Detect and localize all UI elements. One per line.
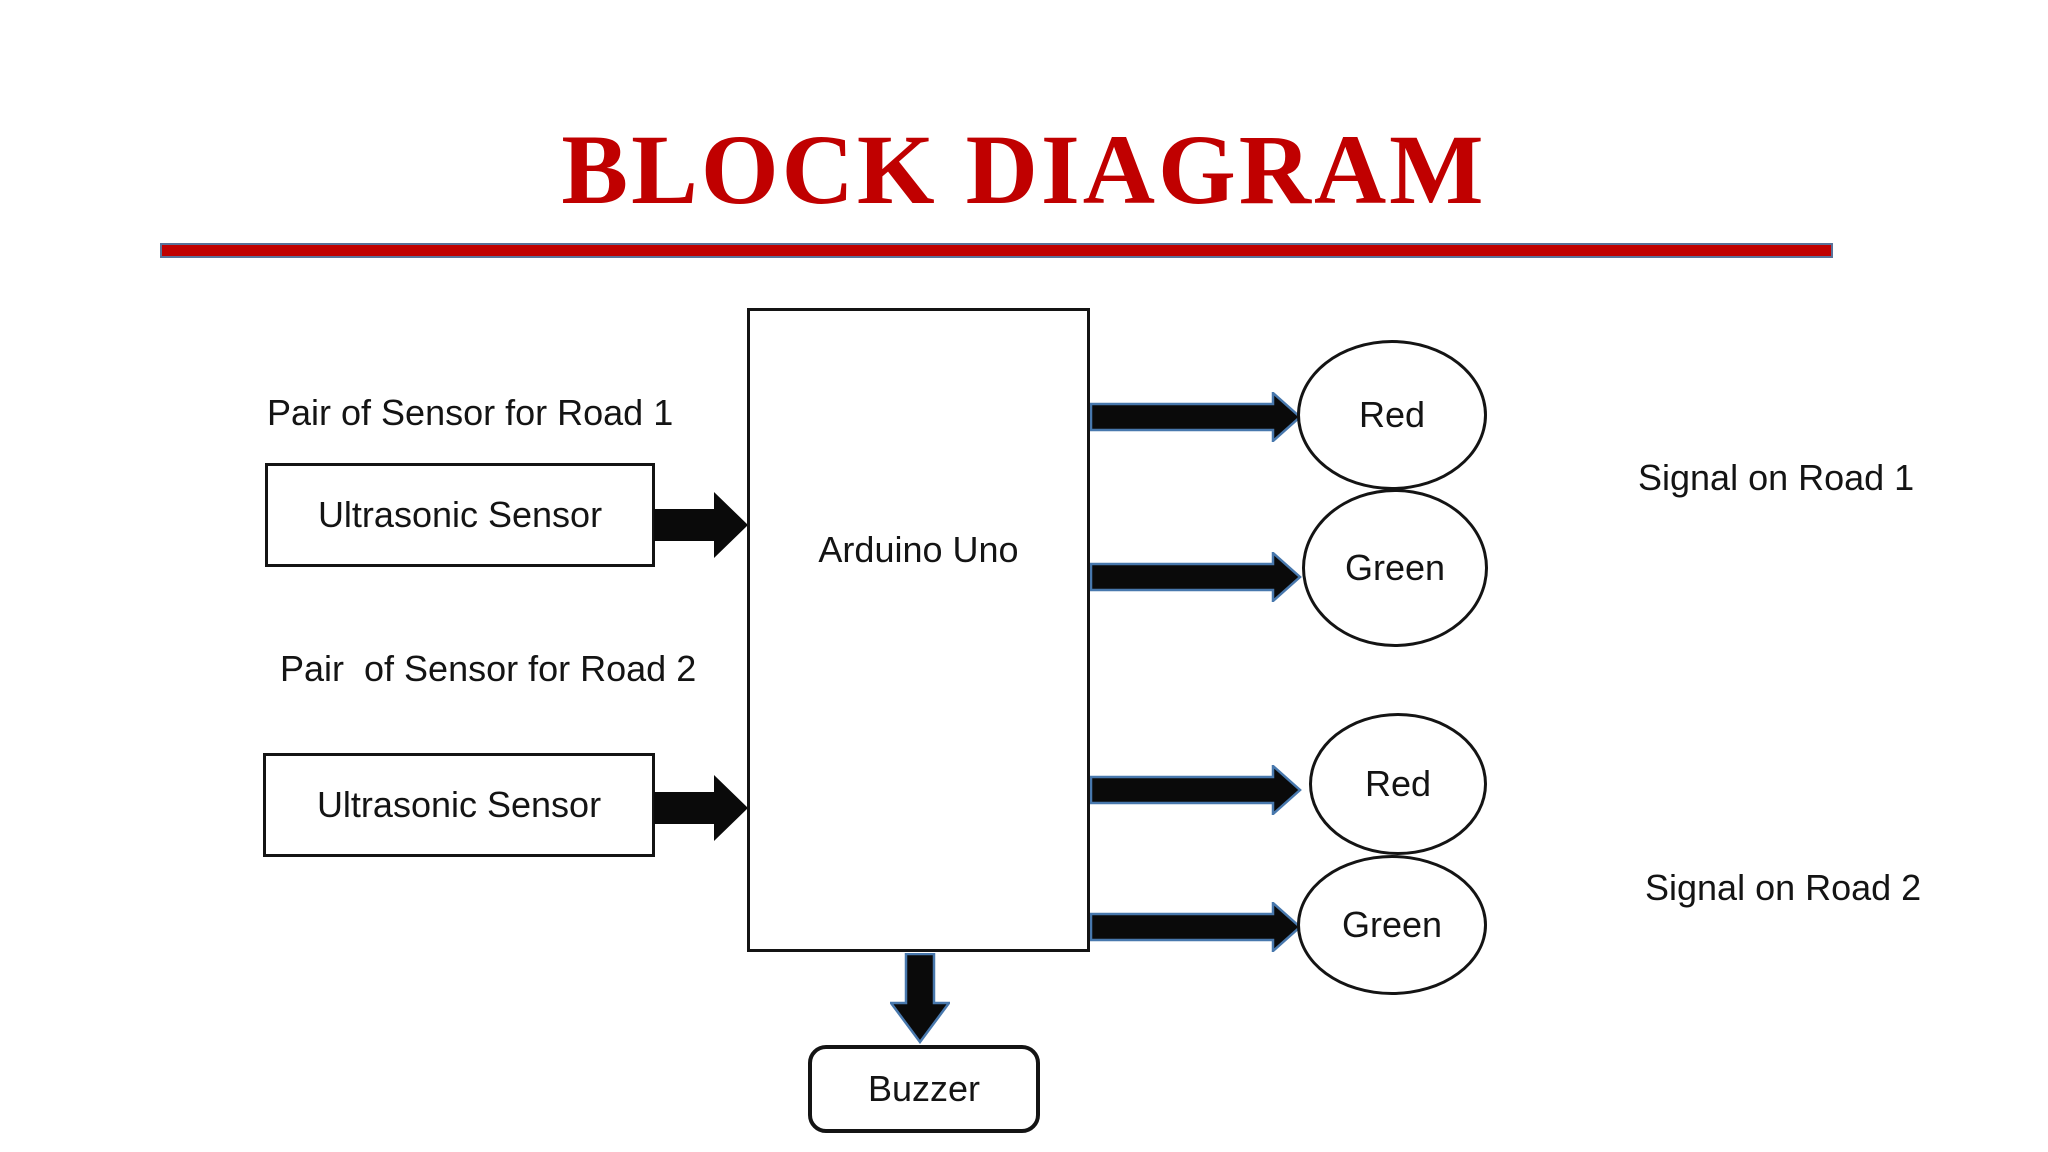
buzzer-label: Buzzer: [867, 1068, 981, 1109]
block-arrow-right-icon: [1090, 765, 1302, 815]
page-title: BLOCK DIAGRAM: [561, 114, 1487, 225]
road1-green-light-label: Green: [1344, 547, 1446, 588]
road2-signal-caption: Signal on Road 2: [1645, 867, 1922, 908]
block-arrow-down-icon: [890, 953, 950, 1044]
arduino-uno-box: Arduino Uno: [747, 308, 1090, 952]
road2-green-light-ellipse: Green: [1297, 855, 1487, 995]
road1-ultrasonic-sensor-label: Ultrasonic Sensor: [317, 494, 603, 535]
road2-sensor-caption: Pair of Sensor for Road 2: [280, 648, 697, 689]
road2-ultrasonic-sensor-label: Ultrasonic Sensor: [316, 784, 602, 825]
road2-red-light-label: Red: [1364, 763, 1432, 804]
road1-sensor-caption: Pair of Sensor for Road 1: [267, 392, 674, 433]
road1-red-light-label: Red: [1358, 394, 1426, 435]
road2-red-light-ellipse: Red: [1309, 713, 1487, 855]
road2-ultrasonic-sensor-box: Ultrasonic Sensor: [263, 753, 655, 857]
road1-red-light-ellipse: Red: [1297, 340, 1487, 490]
buzzer-box: Buzzer: [808, 1045, 1040, 1133]
block-arrow-right-icon: [1090, 552, 1302, 602]
road1-ultrasonic-sensor-box: Ultrasonic Sensor: [265, 463, 655, 567]
block-arrow-right-icon: [1090, 392, 1302, 442]
block-arrow-right-icon: [1090, 902, 1302, 952]
road1-green-light-ellipse: Green: [1302, 489, 1488, 647]
arduino-uno-label: Arduino Uno: [818, 529, 1019, 570]
block-arrow-right-icon: [654, 775, 748, 841]
title-divider-rule: [160, 243, 1833, 258]
block-arrow-right-icon: [654, 492, 748, 558]
road2-green-light-label: Green: [1341, 904, 1443, 945]
road1-signal-caption: Signal on Road 1: [1638, 457, 1915, 498]
